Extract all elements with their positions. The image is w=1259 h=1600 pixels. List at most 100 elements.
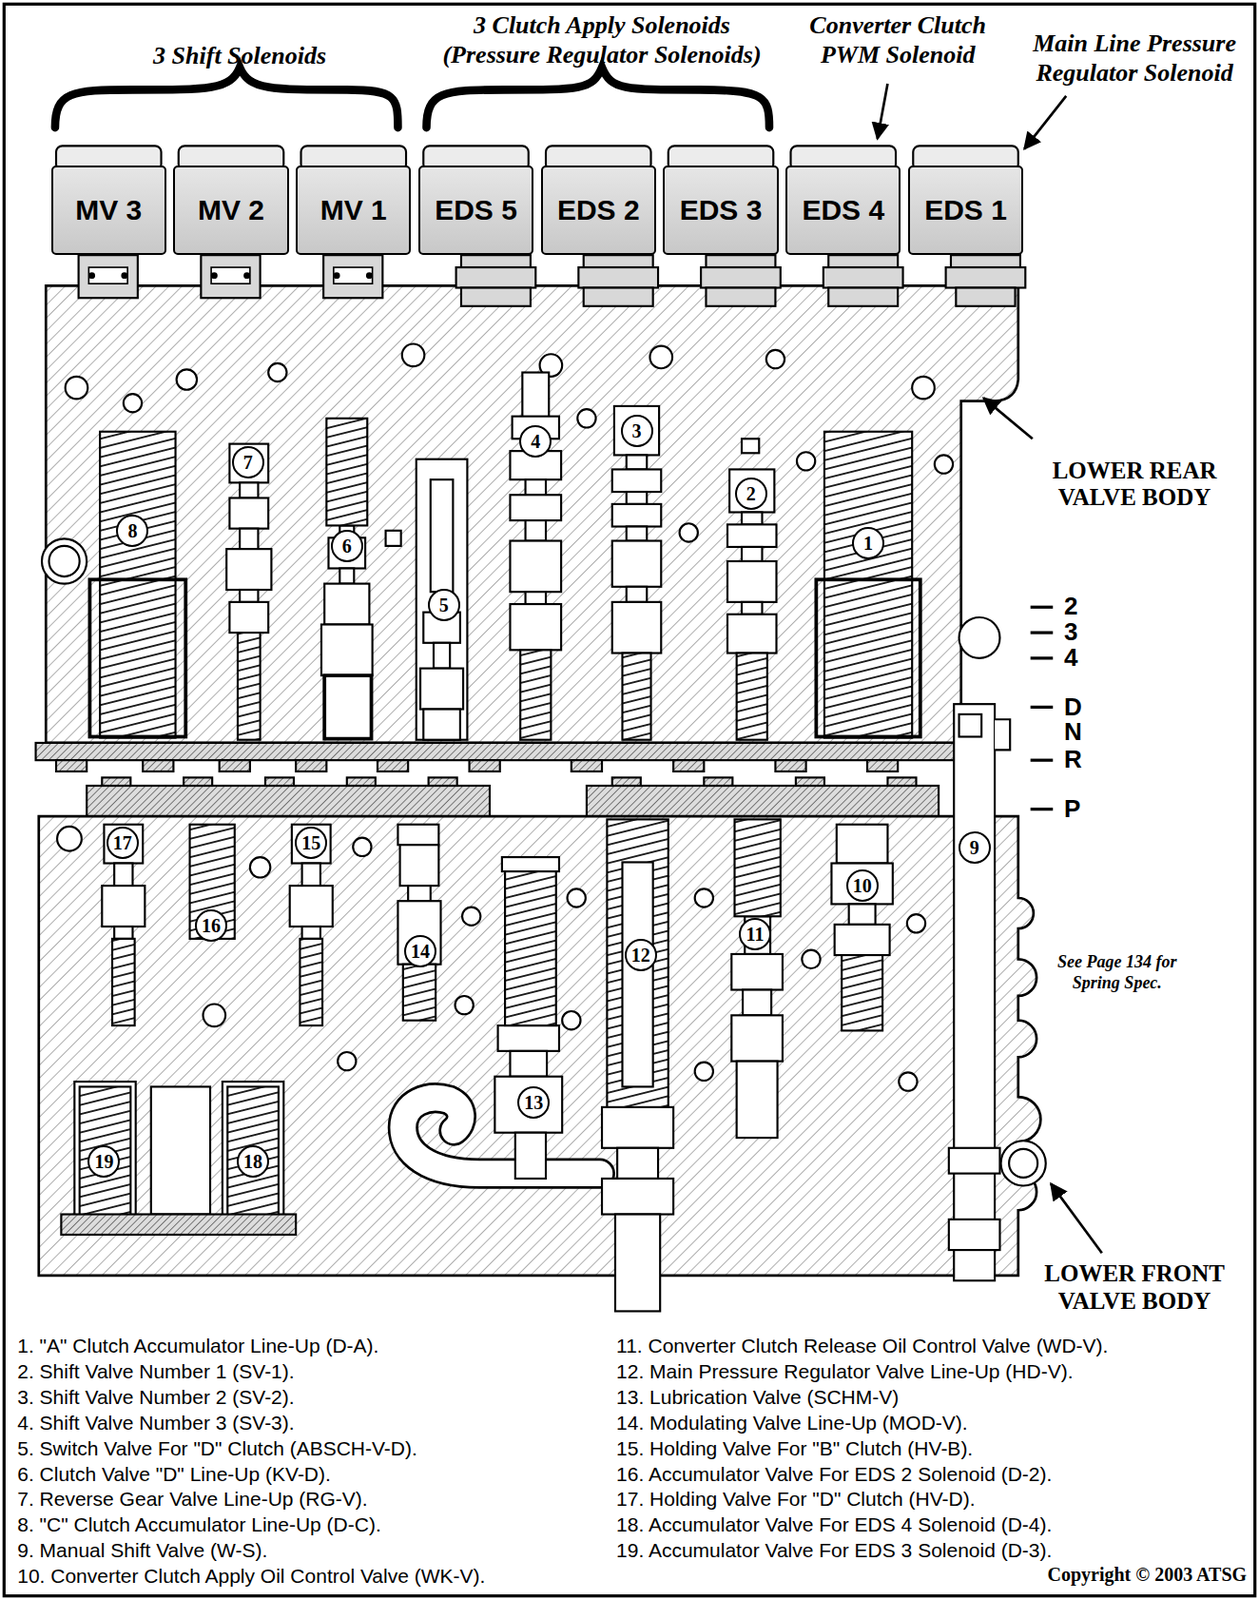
rear-valves-part-part: [612, 541, 662, 587]
front-valves-part-part: [151, 1085, 211, 1214]
rear-valve-body: [41, 285, 1019, 743]
key-item: 13. Lubrication Valve (SCHM-V): [616, 1385, 899, 1409]
leader-arrows-part: [1050, 1182, 1103, 1253]
rear-valve-body-part-part: [959, 617, 1001, 659]
front-valves-part-part: [831, 863, 892, 905]
front-valves-part-part: [222, 1081, 284, 1220]
rear-valves-part-part: [239, 528, 258, 549]
front-valve-body-part-part: [57, 826, 82, 852]
rear-valves-part: [736, 653, 768, 740]
front-valves-part-part: [742, 989, 772, 1016]
gear-position: 4: [1064, 644, 1078, 670]
front-valves-part-part: [834, 924, 891, 955]
rear-valves-part-part: [229, 497, 269, 528]
rear-valves-part-part: [420, 668, 464, 710]
solenoid-holders-part: [950, 254, 1021, 268]
separator-plates-part: [265, 776, 294, 786]
front-valve-body-part-part: [695, 888, 714, 907]
front-valves-part: [735, 818, 781, 916]
callout-number: 4: [530, 431, 541, 451]
brackets: [55, 67, 770, 128]
rear-valves-part-part: [416, 459, 468, 740]
solenoid-holders-part: [946, 267, 1027, 288]
front-valve-body-part-part: [352, 837, 371, 856]
solenoid-holders-part: [200, 254, 260, 298]
separator-plates-part: [795, 776, 825, 786]
rear-valve-body-part-part: [766, 349, 785, 369]
solenoid-holder-inner-part: [211, 267, 251, 284]
rear-valve-body-part-part: [649, 346, 673, 369]
rear-valve-body-part-part: [796, 451, 815, 470]
gear-marks-part: [1030, 705, 1054, 709]
solenoid-holders-part: [955, 288, 1015, 307]
rear-valve-body-part-part: [123, 393, 142, 412]
callout-circle: 4: [519, 425, 552, 458]
gear-marks-part: [1030, 630, 1054, 634]
rear-valves-part-part: [509, 603, 562, 650]
rear-valve-body-part-part: [176, 368, 197, 389]
key-item: 5. Switch Valve For "D" Clutch (ABSCH-V-…: [17, 1436, 418, 1460]
solenoid-holders-part: [578, 267, 659, 288]
solenoid-holder-inner-part: [212, 272, 217, 278]
front-valves-part: [841, 954, 883, 1030]
callout-circle: 12: [624, 938, 658, 971]
solenoid-box: MV 3: [51, 165, 167, 255]
callout-number: 18: [243, 1151, 263, 1171]
solenoid-holders-part: [700, 267, 781, 288]
rear-valves-part-part: [324, 675, 371, 739]
gear-position: 2: [1064, 593, 1078, 619]
front-valve-body-part-part: [455, 995, 474, 1014]
key-item: 10. Converter Clutch Apply Oil Control V…: [17, 1564, 485, 1588]
callout-number: 7: [243, 452, 253, 472]
separator-plates-part: [56, 759, 87, 772]
key-item: 12. Main Pressure Regulator Valve Line-U…: [616, 1359, 1073, 1383]
leader-arrows-part: [877, 83, 889, 139]
rear-valves-part-part: [423, 709, 461, 740]
group-heading: 3 Clutch Apply Solenoids (Pressure Regul…: [433, 10, 772, 70]
front-valves-part-part: [949, 1219, 1001, 1250]
rear-valves-part: [621, 653, 651, 740]
front-valve-body-part-part: [1008, 1148, 1038, 1178]
separator-plates-part: [183, 776, 213, 786]
brackets-part: [426, 67, 770, 128]
solenoid-label: EDS 3: [679, 193, 763, 227]
key-item: 7. Reverse Gear Valve Line-Up (RG-V).: [17, 1487, 368, 1511]
callout-number: 16: [201, 915, 221, 935]
front-valves-part-part: [74, 1081, 136, 1220]
front-valves-part-part: [617, 1147, 659, 1179]
solenoid-holders-part: [78, 254, 138, 298]
rear-valve-body-part-part: [65, 376, 89, 400]
callout-circle: 10: [846, 869, 879, 902]
callout-number: 3: [632, 421, 642, 441]
rear-valves: [89, 372, 920, 740]
front-valves-part-part: [407, 885, 431, 901]
callout-circle: 9: [958, 831, 991, 864]
rear-valves-part-part: [324, 583, 369, 625]
assembly-name: LOWER REAR VALVE BODY: [1039, 457, 1230, 513]
leader-arrows: [877, 83, 1103, 1253]
separator-plates-part: [469, 759, 501, 772]
rear-valves-part-part: [612, 468, 662, 492]
callout-circle: 11: [738, 917, 772, 950]
rear-valves-part-part: [433, 642, 450, 669]
front-valves-part-part: [949, 1147, 1001, 1174]
front-valves-part-part: [114, 863, 133, 887]
rear-valve-body-part-part: [679, 522, 698, 542]
callout-number: 17: [113, 832, 133, 853]
gear-position: D: [1064, 694, 1083, 719]
callout-circle: 16: [194, 909, 228, 942]
separator-plates-part: [887, 776, 916, 786]
rear-valves-part-part: [741, 438, 759, 453]
assembly-name: LOWER FRONT VALVE BODY: [1032, 1259, 1238, 1316]
rear-valves-part-part: [239, 589, 258, 602]
solenoid-holders: [78, 254, 1027, 307]
front-valve-body: [38, 815, 1046, 1276]
part-callout: Main Line Pressure Regulator Solenoid: [1015, 28, 1254, 88]
rear-valves-part-part: [626, 491, 647, 504]
front-valve-body-part-part: [462, 907, 481, 926]
callout-circle: 17: [106, 826, 139, 859]
rear-valves-part-part: [321, 623, 373, 676]
rear-valves-part-part: [741, 546, 762, 562]
solenoid-box: EDS 4: [785, 165, 901, 255]
